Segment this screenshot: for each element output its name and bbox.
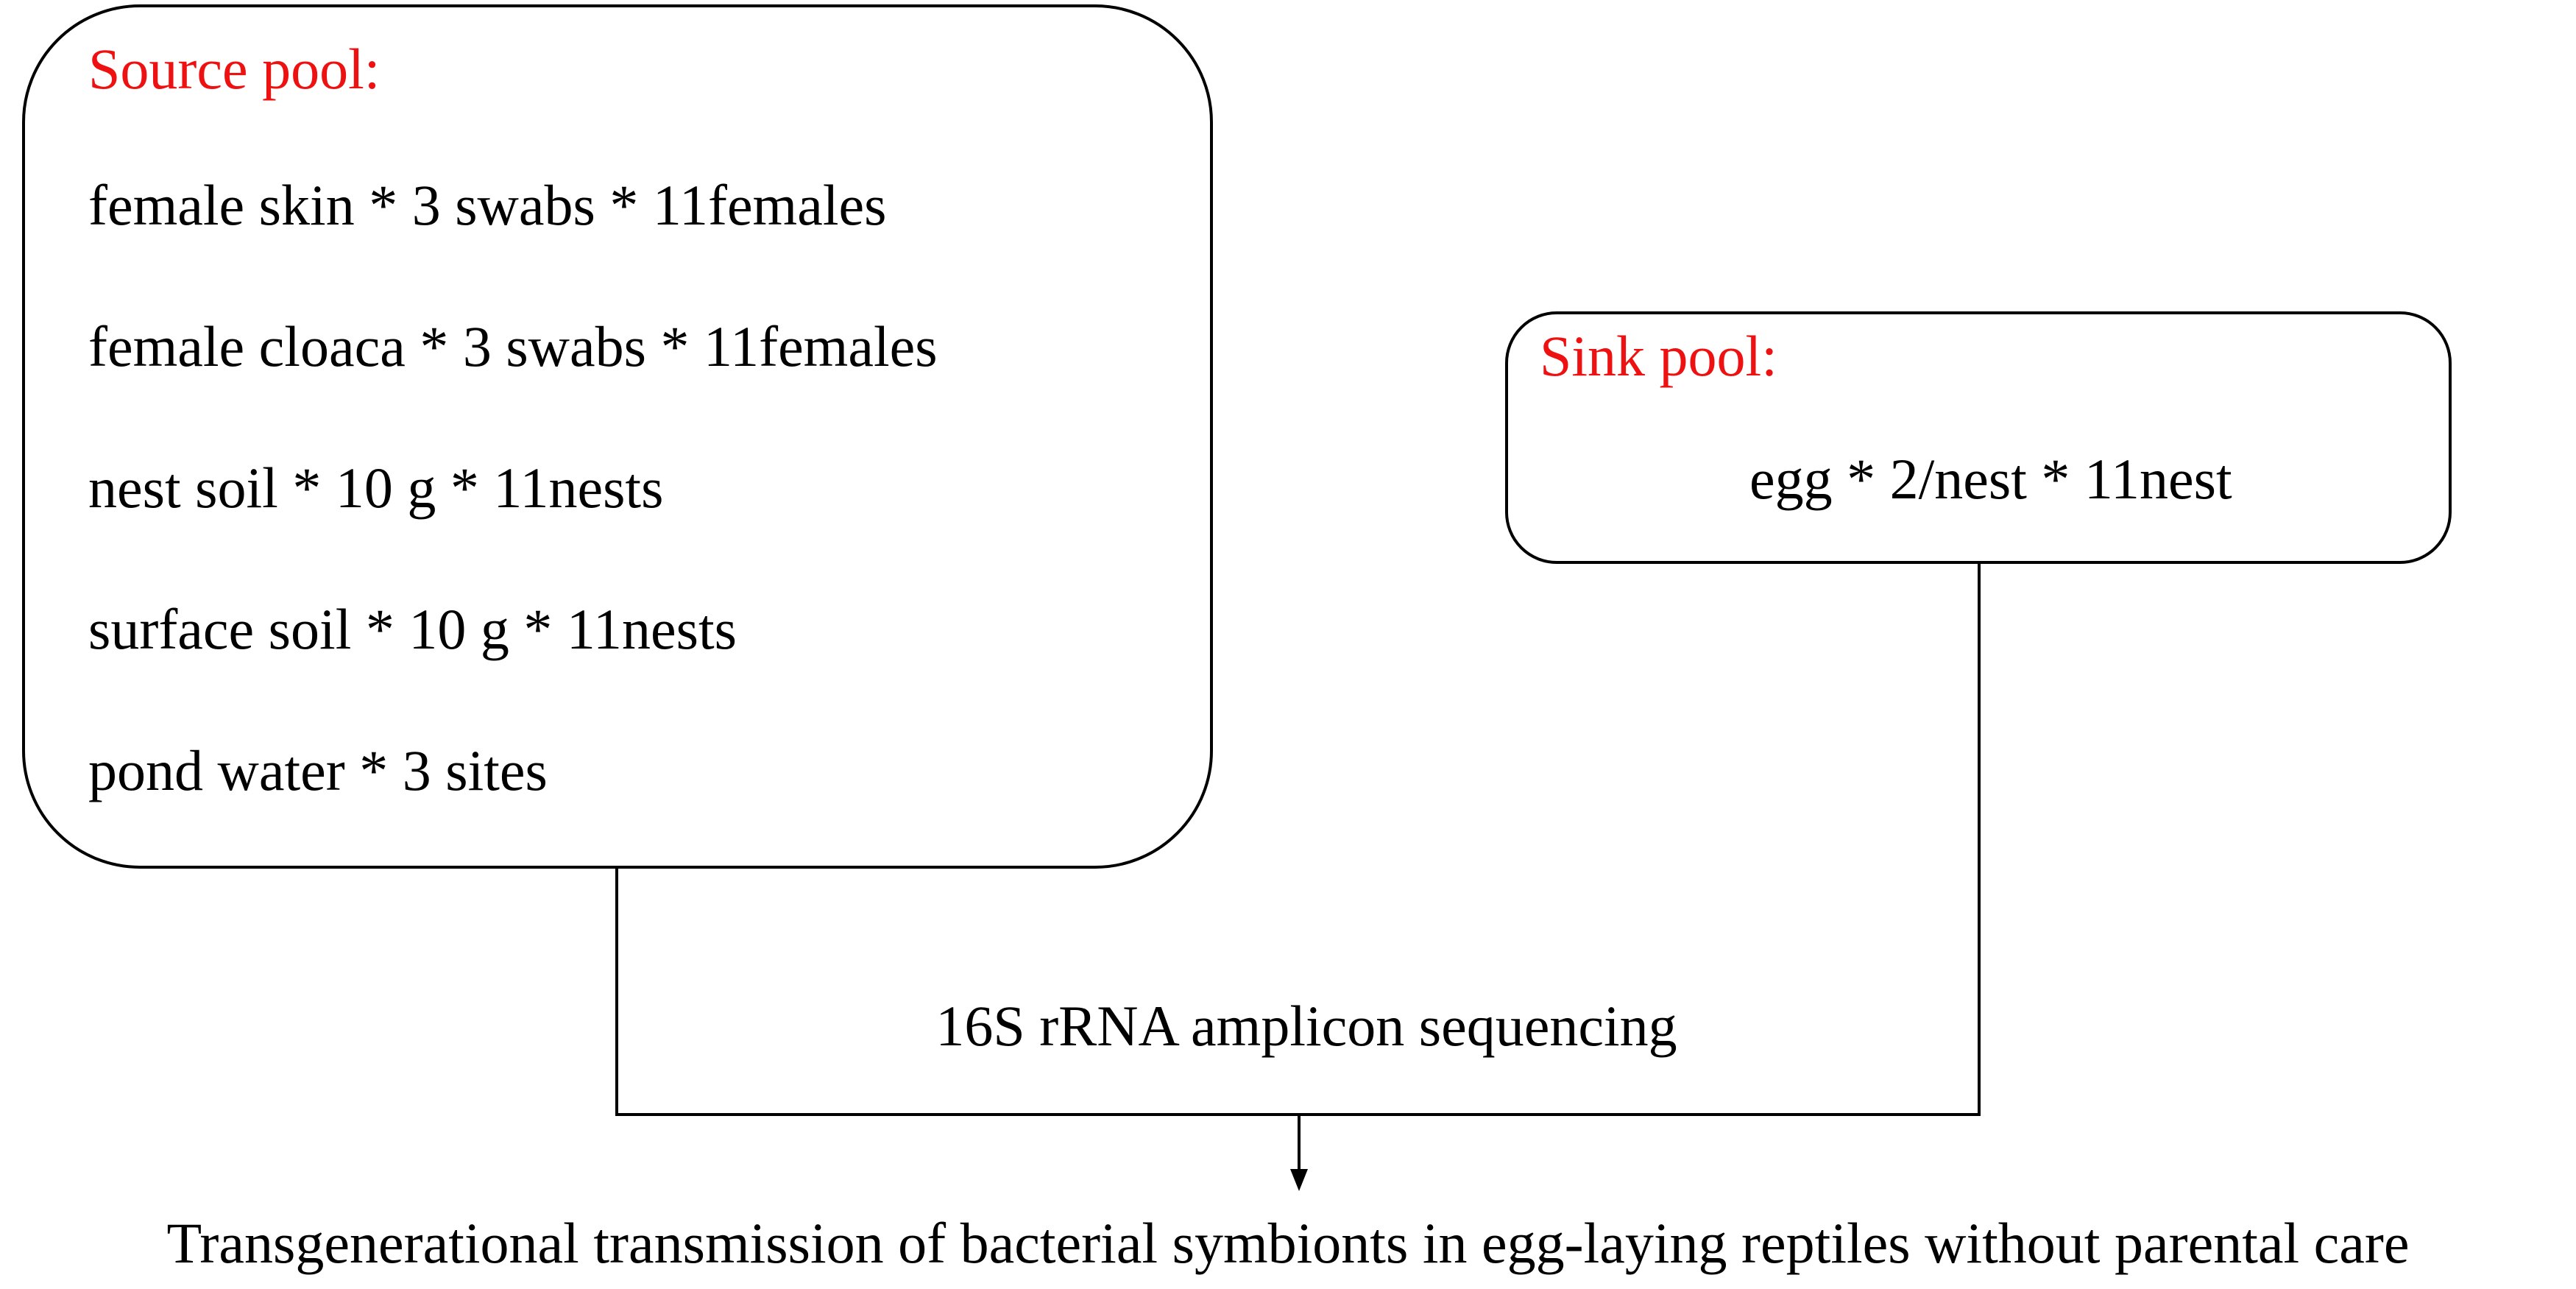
sink-pool-box bbox=[1505, 311, 2452, 564]
source-item-female-skin: female skin * 3 swabs * 11females bbox=[88, 173, 887, 237]
method-label: 16S rRNA amplicon sequencing bbox=[0, 997, 2576, 1055]
sink-pool-title: Sink pool: bbox=[1540, 324, 1777, 388]
outcome-label: Transgenerational transmission of bacter… bbox=[166, 1211, 2410, 1275]
source-item-pond-water: pond water * 3 sites bbox=[88, 738, 548, 802]
source-item-nest-soil: nest soil * 10 g * 11nests bbox=[88, 456, 664, 520]
method-label-text: 16S rRNA amplicon sequencing bbox=[935, 994, 1677, 1058]
source-item-surface-soil: surface soil * 10 g * 11nests bbox=[88, 597, 737, 661]
source-item-female-cloaca: female cloaca * 3 swabs * 11females bbox=[88, 314, 938, 378]
connector-line-sink bbox=[1978, 564, 1981, 1116]
source-pool-title: Source pool: bbox=[88, 37, 381, 101]
sink-item-egg: egg * 2/nest * 11nest bbox=[1749, 447, 2232, 511]
source-pool-box bbox=[22, 4, 1213, 869]
arrow-down-icon bbox=[1290, 1169, 1308, 1191]
connector-line-source bbox=[615, 869, 618, 1116]
arrow-stem bbox=[1298, 1113, 1301, 1172]
